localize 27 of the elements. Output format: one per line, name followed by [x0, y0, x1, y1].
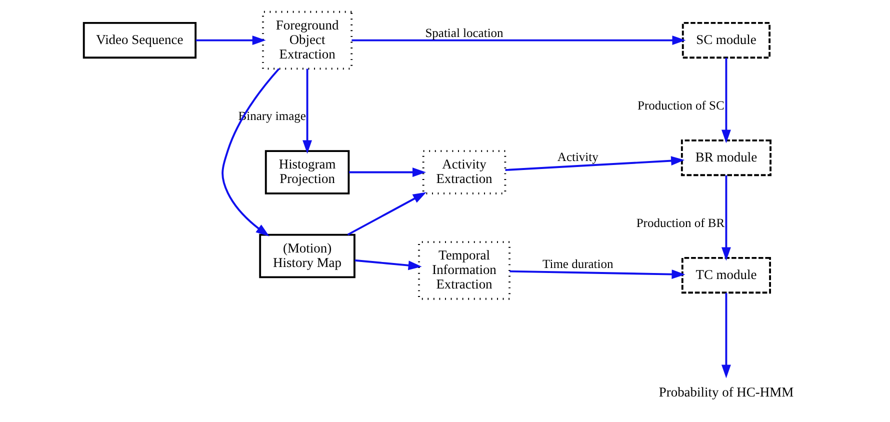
node-box: Histogram Projection — [264, 150, 350, 194]
node-box: (Motion) History Map — [259, 234, 356, 278]
node-box: Foreground Object Extraction — [262, 10, 353, 70]
arrow — [222, 68, 280, 236]
edge-label: Activity — [557, 150, 598, 164]
node-box: Temporal Information Extraction — [418, 241, 510, 300]
node-box: SC module — [682, 22, 771, 59]
arrow — [721, 292, 731, 378]
node-box: BR module — [680, 140, 772, 176]
arrow — [348, 168, 426, 177]
node-box: Activity Extraction — [422, 150, 506, 194]
arrow — [354, 259, 422, 270]
arrow — [352, 36, 686, 46]
edge-label: Time duration — [542, 256, 614, 271]
arrow — [302, 68, 312, 154]
edge-label: Spatial location — [425, 26, 504, 40]
edge-label: Production of SC — [638, 98, 724, 112]
edge-label: Production of BR — [636, 216, 725, 230]
node-text: Probability of HC-HMM — [658, 384, 794, 400]
arrow — [510, 270, 686, 280]
node-box: TC module — [681, 256, 771, 294]
arrow — [347, 192, 426, 236]
arrow — [505, 156, 685, 171]
arrow — [721, 175, 731, 261]
arrow — [196, 36, 266, 46]
node-box: Video Sequence — [82, 22, 197, 59]
arrow — [721, 58, 731, 144]
